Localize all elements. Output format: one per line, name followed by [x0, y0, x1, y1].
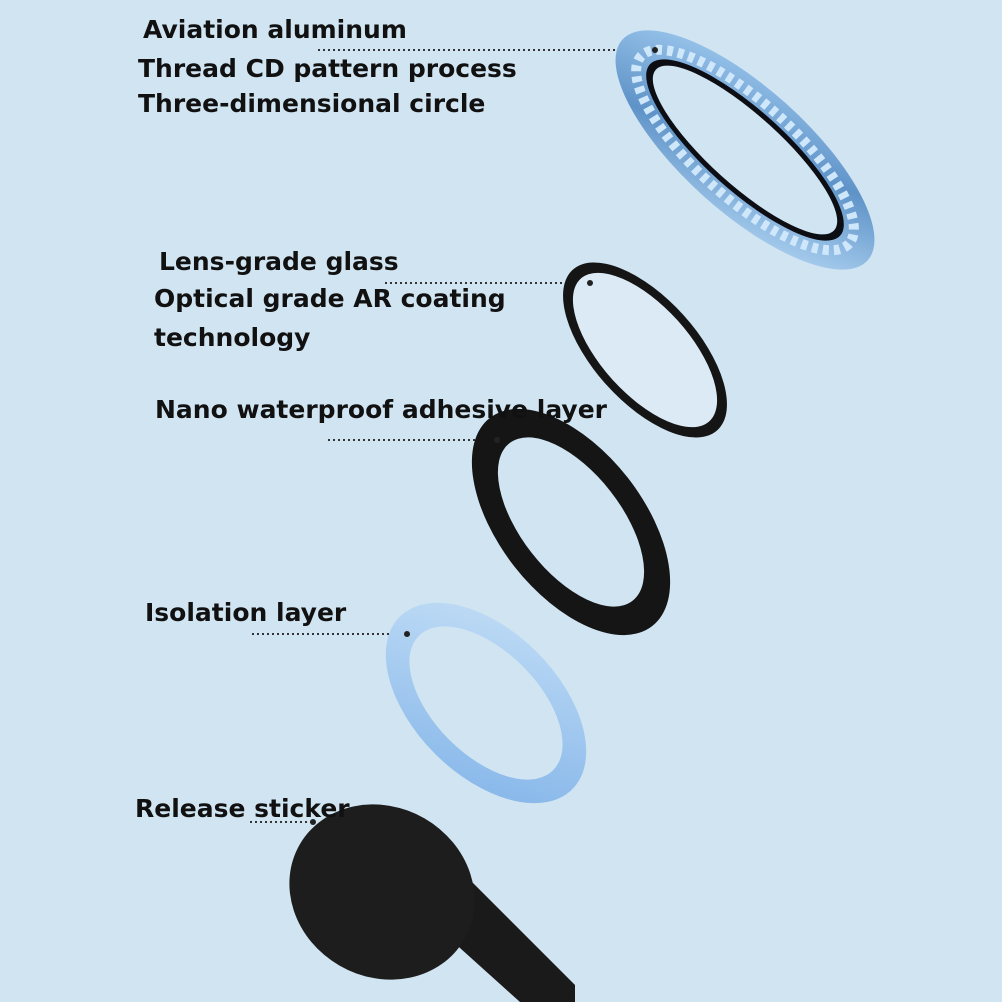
label-aluminum-3: Three-dimensional circle: [138, 89, 486, 118]
isolation-ring: [385, 602, 587, 804]
label-glass-3: technology: [154, 323, 311, 352]
release-sticker: [289, 804, 575, 1002]
label-aluminum-2: Thread CD pattern process: [138, 54, 517, 83]
adhesive-ring: [471, 408, 671, 636]
label-release: Release sticker: [135, 794, 350, 823]
aluminum-ring: [615, 30, 875, 270]
label-aluminum-1: Aviation aluminum: [143, 15, 407, 44]
label-adhesive: Nano waterproof adhesive layer: [155, 395, 608, 424]
label-isolation: Isolation layer: [145, 598, 347, 627]
label-glass-1: Lens-grade glass: [159, 247, 399, 276]
lens-glass: [563, 262, 727, 438]
label-glass-2: Optical grade AR coating: [154, 284, 506, 313]
